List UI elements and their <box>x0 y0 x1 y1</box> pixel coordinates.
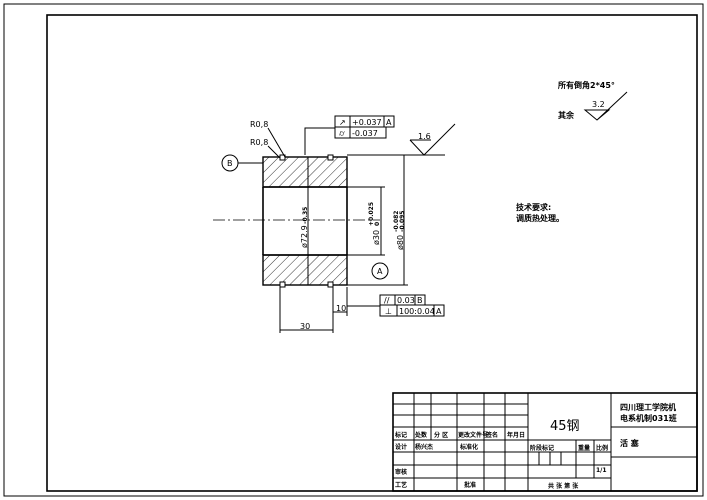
process-label: 工艺 <box>395 481 407 489</box>
runout-value: +0.037 <box>352 118 382 127</box>
outer-border <box>3 3 704 497</box>
tech-title: 技术要求: <box>516 202 551 212</box>
dimensions: R0,8 R0,8 B ↗ ⌭ +0.037 A -0.037 1.6 ø80 … <box>221 115 456 333</box>
inner-frame <box>46 14 698 492</box>
part-section <box>213 154 380 288</box>
dia-bore-tol-lower: 0 <box>374 222 381 226</box>
school-line1: 四川理工学院机 <box>620 402 676 412</box>
hdr-mark: 标记 <box>394 431 407 439</box>
cylindricity-value: -0.037 <box>352 129 378 138</box>
rest-label: 其余 <box>558 110 575 120</box>
perpendicularity-value: 100:0.04 <box>399 307 435 316</box>
dia-bore: ø30 <box>372 230 381 245</box>
perpendicularity-icon: ⊥ <box>385 307 392 316</box>
dia-outer-tol-upper: -0.082 <box>393 211 400 232</box>
weight-label: 重量 <box>578 444 590 452</box>
material: 45钢 <box>550 419 580 434</box>
scale-value: 1/1 <box>596 467 607 474</box>
rest-roughness: 3.2 <box>592 100 605 109</box>
hdr-change-doc: 更改文件号 <box>458 431 488 439</box>
designer-name: 杨兴杰 <box>415 443 433 451</box>
dim-10: 10 <box>336 304 346 313</box>
dia-groove: ø72.9 <box>300 225 309 248</box>
roughness-top: 1.6 <box>418 132 431 141</box>
title-block: 标记 处数 分 区 更改文件号 签名 年月日 设计 杨兴杰 标准化 审核 工艺 … <box>392 392 698 492</box>
dia-groove-tol: -0.35 <box>302 207 309 224</box>
tech-item: 调质热处理。 <box>516 213 564 223</box>
dim-30: 30 <box>300 322 310 331</box>
hdr-zone: 分 区 <box>434 431 448 439</box>
review-label: 审核 <box>395 468 407 476</box>
sheets-label: 共 张 第 张 <box>548 482 579 490</box>
roughness-symbol <box>583 91 628 121</box>
hdr-date: 年月日 <box>507 431 525 439</box>
dia-bore-tol-upper: +0.025 <box>368 202 375 226</box>
hdr-count: 处数 <box>414 431 428 439</box>
datum-a-circle <box>371 262 389 280</box>
radius-label-2: R0,8 <box>250 138 268 147</box>
runout-icon: ↗ <box>339 118 346 127</box>
parallelism-value: 0.03 <box>397 296 415 305</box>
hdr-sign: 签名 <box>485 431 498 439</box>
school-line2: 电系机制031班 <box>620 413 677 423</box>
runout-datum: A <box>386 118 392 127</box>
perpendicularity-datum: A <box>436 307 442 316</box>
notes: 所有倒角2*45° 其余 3.2 技术要求: 调质热处理。 <box>516 80 628 223</box>
chamfer-note: 所有倒角2*45° <box>557 80 615 90</box>
datum-a-label: A <box>377 267 383 276</box>
scale-label: 比例 <box>596 444 608 452</box>
part-name: 活 塞 <box>620 438 640 448</box>
approve-label: 批准 <box>464 481 476 489</box>
datum-b-label: B <box>227 159 233 168</box>
radius-label-1: R0,8 <box>250 120 268 129</box>
parallelism-datum: B <box>417 296 423 305</box>
standardize-label: 标准化 <box>459 443 478 451</box>
dia-outer-tol-lower: -0.095 <box>399 211 406 232</box>
dia-outer: ø80 <box>396 235 405 250</box>
parallelism-icon: // <box>384 296 390 305</box>
stage-label: 阶段标记 <box>530 444 554 452</box>
cylindricity-icon: ⌭ <box>339 129 345 138</box>
design-label: 设计 <box>395 443 407 451</box>
